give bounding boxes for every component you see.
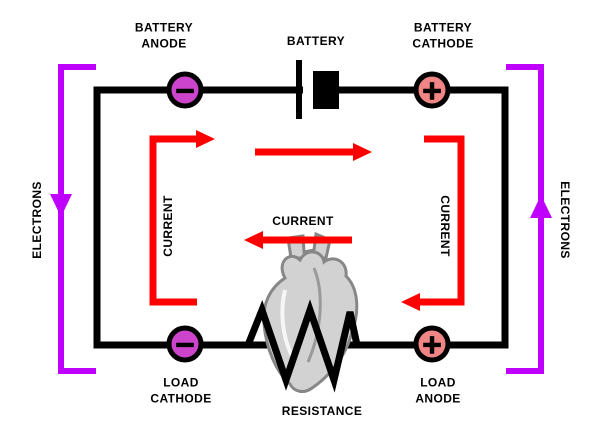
battery-anode-terminal [166,71,204,109]
current-right-label: CURRENT [437,195,452,257]
plus-sign-load-anode: + [421,330,443,360]
heart-highlight [280,289,294,357]
load-anode-terminal [413,325,451,363]
heart-crease [306,267,322,363]
current-path-right [420,135,465,306]
battery-cathode-terminal [413,71,451,109]
electron-arrow-up-icon [530,195,552,218]
current-center-label: CURRENT [272,214,334,229]
battery-anode-label: BATTERY ANODE [134,20,194,50]
minus-sign-load-cathode: − [174,330,196,360]
battery-short-plate [313,71,339,109]
current-arrow-right-icon-top [353,143,372,161]
plus-sign-battery-cathode: + [421,76,443,106]
electrons-right-label: ELECTRONS [557,181,572,259]
load-cathode-label: LOAD CATHODE [150,375,212,405]
electron-arrow-down-icon [50,194,72,217]
battery-label: BATTERY [286,34,346,49]
battery-gap [303,83,313,97]
battery-long-plate [296,60,302,119]
resistor-zigzag [244,299,361,393]
resistance-label: RESISTANCE [281,404,363,419]
electron-path-right [506,64,544,374]
electrons-left-label: ELECTRONS [30,181,45,259]
load-anode-label: LOAD ANODE [415,375,461,405]
battery-cathode-label: BATTERY CATHODE [412,20,474,50]
current-arrow-right-icon-topleft [196,130,215,148]
electron-path-left [58,64,96,374]
current-left-label: CURRENT [161,195,176,257]
current-path-left [149,135,197,306]
current-arrow-left-icon-center [244,231,263,249]
heart-body [262,250,359,393]
current-arrow-left-icon-bottomright [401,293,420,311]
minus-sign-battery-anode: − [174,76,196,106]
load-cathode-terminal [166,325,204,363]
